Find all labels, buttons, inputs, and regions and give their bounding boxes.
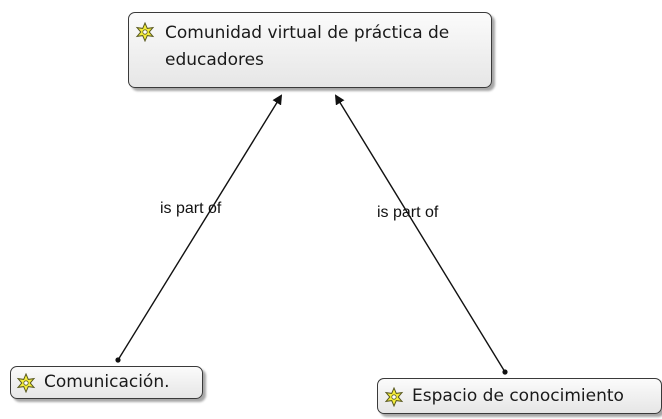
concept-node-label: Comunidad virtual de práctica de educado… (165, 23, 450, 70)
concept-node-label: Espacio de conocimiento (412, 386, 624, 406)
concept-node-label: Comunicación. (44, 372, 170, 392)
concept-node-espacio[interactable]: Espacio de conocimiento (377, 378, 662, 414)
link-anchor-dot (502, 369, 508, 375)
link-espacio-to-main[interactable] (334, 94, 508, 375)
concept-star-icon (384, 387, 404, 407)
link-anchor-dot (115, 357, 121, 363)
concept-star-icon (16, 373, 36, 393)
concept-star-icon (135, 22, 155, 42)
concept-node-main[interactable]: Comunidad virtual de práctica de educado… (128, 12, 492, 88)
link-label-right: is part of (377, 204, 439, 221)
link-comunicacion-to-main[interactable] (115, 94, 283, 363)
concept-node-comunicacion[interactable]: Comunicación. (10, 366, 203, 399)
link-label-left: is part of (160, 200, 222, 217)
